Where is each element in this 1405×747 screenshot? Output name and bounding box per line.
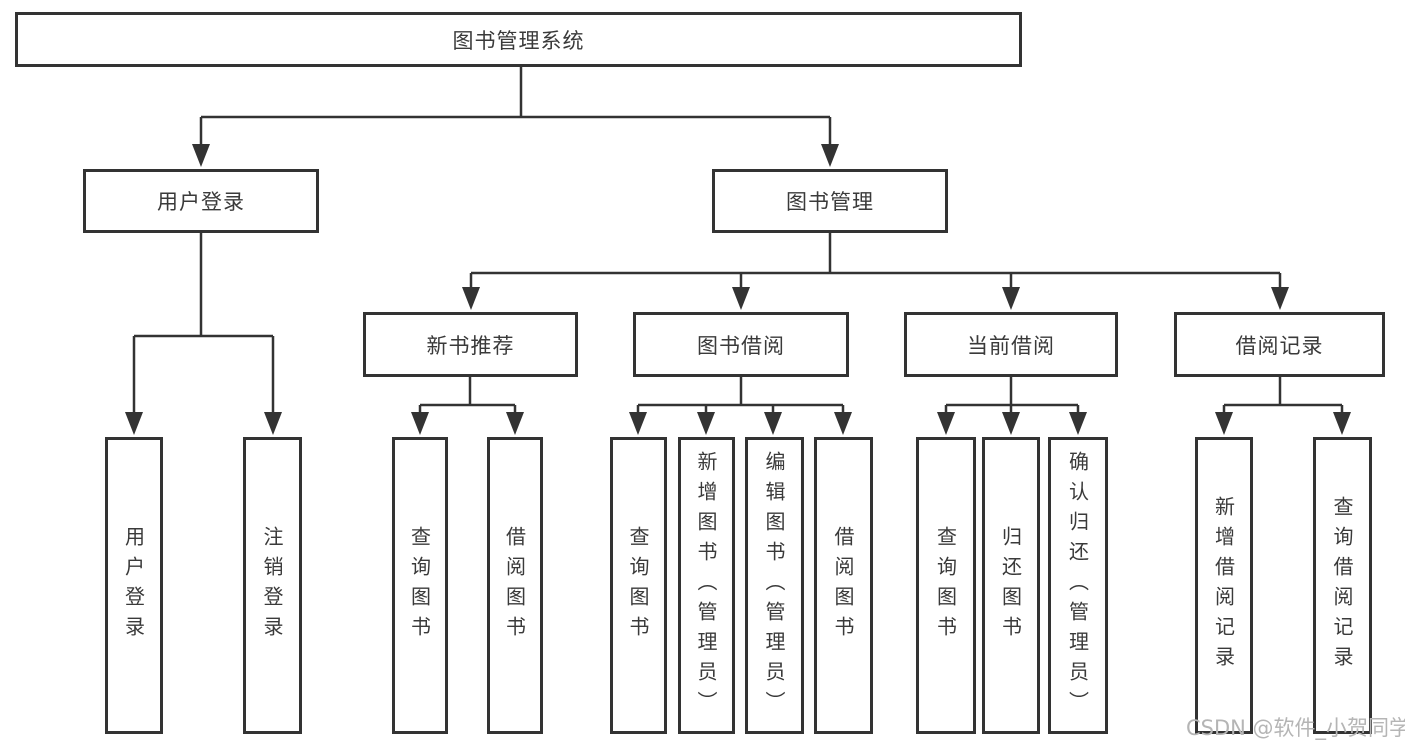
leaf-label: 编辑图书（管理员）: [762, 450, 786, 721]
node-leaf-query-book-1: 查询图书: [392, 437, 448, 734]
leaf-label: 注销登录: [260, 525, 284, 646]
node-borrow-record: 借阅记录: [1174, 312, 1385, 377]
leaf-label: 新增借阅记录: [1211, 495, 1236, 676]
node-leaf-confirm-return-admin: 确认归还（管理员）: [1048, 437, 1108, 734]
leaf-label: 确认归还（管理员）: [1065, 450, 1090, 721]
node-new-book-recommend: 新书推荐: [363, 312, 578, 377]
node-leaf-user-login: 用户登录: [105, 437, 163, 734]
leaf-label: 查询图书: [626, 525, 650, 646]
node-leaf-query-book-2: 查询图书: [610, 437, 667, 734]
node-current-borrow: 当前借阅: [904, 312, 1118, 377]
leaf-label: 用户登录: [121, 525, 146, 646]
leaf-label: 查询借阅记录: [1330, 495, 1354, 676]
arrowheads: [125, 144, 1351, 435]
node-leaf-borrow-book-1: 借阅图书: [487, 437, 543, 734]
node-leaf-add-book-admin: 新增图书（管理员）: [678, 437, 735, 734]
leaf-label: 查询图书: [407, 525, 432, 646]
leaf-label: 归还图书: [998, 525, 1023, 646]
node-leaf-return-book: 归还图书: [982, 437, 1040, 734]
node-book-borrow: 图书借阅: [633, 312, 849, 377]
node-leaf-query-book-3: 查询图书: [916, 437, 976, 734]
node-leaf-logout: 注销登录: [243, 437, 302, 734]
node-leaf-borrow-book-2: 借阅图书: [814, 437, 873, 734]
node-leaf-add-borrow-record: 新增借阅记录: [1195, 437, 1253, 734]
node-leaf-query-borrow-record: 查询借阅记录: [1313, 437, 1372, 734]
csdn-watermark: CSDN @软件_小贺同学: [1186, 716, 1405, 740]
leaf-label: 借阅图书: [831, 525, 855, 646]
node-leaf-edit-book-admin: 编辑图书（管理员）: [745, 437, 804, 734]
leaf-label: 查询图书: [933, 525, 958, 646]
node-root: 图书管理系统: [15, 12, 1022, 67]
leaf-label: 借阅图书: [502, 525, 527, 646]
leaf-label: 新增图书（管理员）: [694, 450, 718, 721]
node-user-login: 用户登录: [83, 169, 319, 233]
node-book-management: 图书管理: [712, 169, 948, 233]
